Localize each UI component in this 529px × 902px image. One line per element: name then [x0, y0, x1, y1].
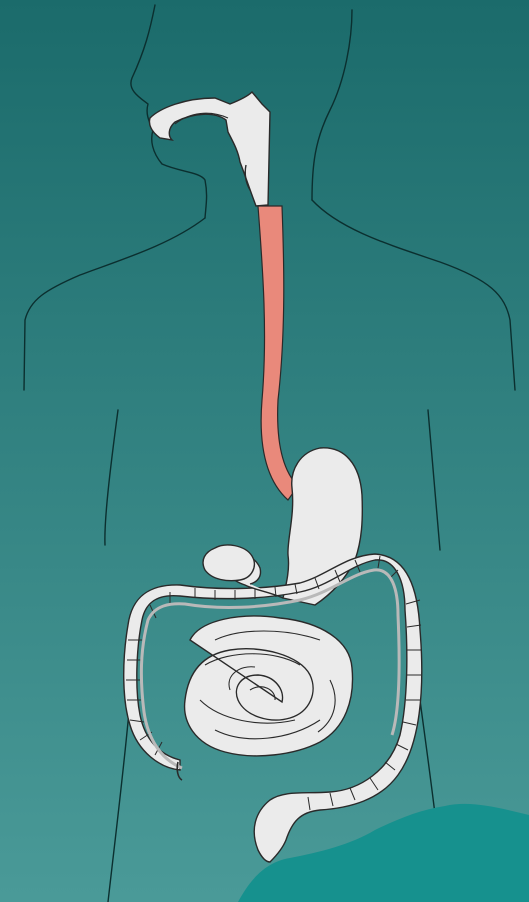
duodenal-loop [203, 545, 254, 581]
small-intestine-coils [185, 616, 353, 756]
